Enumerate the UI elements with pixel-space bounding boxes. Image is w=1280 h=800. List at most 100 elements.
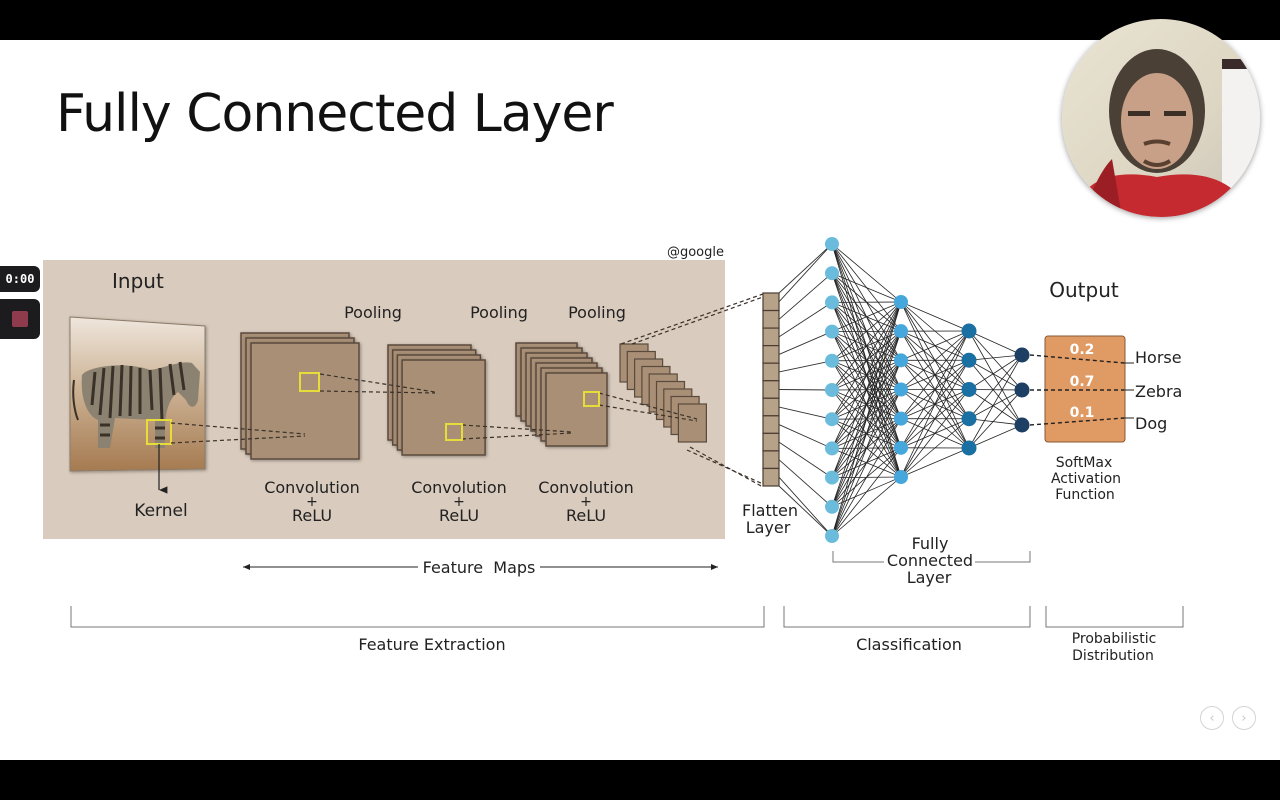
- prob-value: 0.7: [1070, 374, 1095, 390]
- connection: [831, 301, 902, 362]
- class-label: Horse: [1135, 348, 1182, 367]
- connection: [968, 330, 1023, 391]
- flatten-layer: [762, 292, 780, 487]
- flatten-cell: [762, 309, 780, 329]
- next-slide-button[interactable]: ›: [1232, 706, 1256, 730]
- connection: [831, 389, 902, 537]
- flatten-cell: [762, 292, 780, 312]
- neuron-layer-3: [961, 352, 977, 368]
- connection: [900, 330, 970, 419]
- flatten-cell: [762, 415, 780, 434]
- conv-label-3: Convolution + ReLU: [538, 478, 634, 525]
- presenter-avatar-icon: [1072, 49, 1260, 217]
- svg-text:+: +: [306, 494, 318, 510]
- feature-map: [545, 372, 608, 447]
- svg-text:Convolution: Convolution: [264, 478, 360, 497]
- connection: [968, 354, 1023, 361]
- connection: [778, 243, 833, 294]
- neuron-layer-1: [825, 324, 839, 339]
- class-label: Dog: [1135, 414, 1167, 433]
- class-label: Zebra: [1135, 382, 1182, 401]
- connection: [778, 331, 833, 355]
- connection: [831, 476, 902, 537]
- svg-text:ReLU: ReLU: [439, 506, 479, 525]
- svg-text:Flatten: Flatten: [742, 501, 798, 520]
- connection: [968, 389, 1023, 449]
- presenter-webcam[interactable]: [1062, 19, 1260, 217]
- connection: [831, 243, 902, 303]
- neuron-layer-3: [961, 411, 977, 427]
- connection: [968, 354, 1023, 449]
- neuron-layer-1: [825, 266, 839, 281]
- slide-title: Fully Connected Layer: [56, 84, 614, 144]
- connection: [831, 301, 902, 449]
- previous-slide-button[interactable]: ‹: [1200, 706, 1224, 730]
- svg-text:Classification: Classification: [856, 635, 962, 654]
- neuron-layer-1: [825, 295, 839, 310]
- svg-text:+: +: [580, 494, 592, 510]
- chevron-right-icon: ›: [1241, 710, 1247, 726]
- neuron-layer-4: [1014, 417, 1030, 433]
- connection: [968, 424, 1023, 449]
- input-image: [69, 316, 206, 494]
- connection: [900, 330, 970, 449]
- connection: [900, 330, 970, 478]
- connection: [831, 360, 902, 537]
- credit-label: @google: [667, 245, 724, 260]
- flatten-cell: [762, 362, 780, 382]
- feature-maps-label: Feature Maps: [423, 558, 536, 577]
- neuron-layer-1: [825, 499, 839, 514]
- connection: [968, 330, 1023, 426]
- pooling-label-1: Pooling: [344, 303, 402, 322]
- connection: [968, 330, 1023, 356]
- projection-lines: [170, 293, 764, 488]
- flatten-cell: [762, 345, 780, 364]
- section-classification: Classification: [783, 606, 1031, 654]
- svg-text:Connected: Connected: [887, 551, 973, 570]
- connection: [778, 406, 833, 420]
- connection: [831, 447, 902, 537]
- connection: [778, 459, 833, 508]
- connection: [778, 389, 833, 391]
- feature-maps-arrow: Feature Maps: [243, 558, 718, 577]
- connection: [831, 331, 902, 537]
- kernel-box: [583, 391, 600, 407]
- svg-text:Convolution: Convolution: [538, 478, 634, 497]
- section-probabilistic: Probabilistic Distribution: [1045, 606, 1184, 664]
- connection: [900, 389, 970, 478]
- section-feature-extraction: Feature Extraction: [70, 606, 765, 654]
- neuron-layer-1: [825, 441, 839, 456]
- connection: [831, 301, 902, 420]
- svg-text:Probabilistic: Probabilistic: [1072, 631, 1157, 647]
- svg-text:+: +: [453, 494, 465, 510]
- neuron-layer-3: [961, 323, 977, 339]
- stop-square-icon: [12, 311, 28, 327]
- connection: [831, 418, 902, 537]
- connection: [900, 330, 970, 390]
- flatten-cell: [762, 380, 780, 399]
- flatten-cell: [762, 327, 780, 347]
- connection: [968, 389, 1023, 420]
- feature-map: [401, 359, 486, 456]
- neuron-layer-2: [894, 470, 908, 484]
- connection: [968, 389, 1023, 391]
- connection: [831, 301, 902, 391]
- recording-timer: 0:00: [0, 266, 40, 292]
- neuron-layer-2: [894, 440, 908, 455]
- softmax-label: SoftMax Activation Function: [1051, 455, 1121, 503]
- stop-recording-button[interactable]: [0, 299, 40, 339]
- neuron-layer-3: [961, 440, 977, 456]
- pooling-label-3: Pooling: [568, 303, 626, 322]
- flatten-label: Flatten Layer: [742, 501, 798, 537]
- zebra-icon: [72, 361, 200, 448]
- connection: [778, 485, 833, 537]
- connection: [778, 476, 833, 537]
- kernel-box: [445, 423, 463, 441]
- neuron-layer-1: [825, 470, 839, 485]
- connection: [900, 360, 970, 478]
- flatten-cell: [762, 432, 780, 452]
- svg-text:SoftMax: SoftMax: [1056, 455, 1113, 471]
- chevron-left-icon: ‹: [1209, 710, 1215, 726]
- svg-text:Function: Function: [1055, 487, 1115, 503]
- connection: [900, 330, 970, 361]
